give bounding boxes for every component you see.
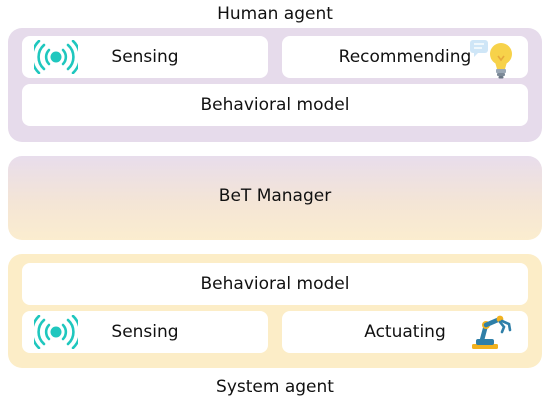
human-behavioral-model-label: Behavioral model bbox=[200, 95, 350, 115]
system-sensing-box: Sensing bbox=[22, 311, 268, 353]
lightbulb-icon bbox=[470, 40, 512, 79]
wireless-signal-icon bbox=[34, 315, 78, 349]
system-sensing-label: Sensing bbox=[111, 322, 179, 342]
actuating-box: Actuating bbox=[282, 311, 528, 353]
recommending-label: Recommending bbox=[338, 47, 472, 67]
human-agent-panel: Sensing Recommending Behavioral model bbox=[8, 28, 542, 142]
wireless-signal-icon bbox=[34, 40, 78, 74]
bet-manager-label: BeT Manager bbox=[218, 186, 332, 206]
human-agent-caption: Human agent bbox=[217, 4, 333, 24]
actuating-label: Actuating bbox=[364, 322, 446, 342]
system-behavioral-model-box: Behavioral model bbox=[22, 263, 528, 305]
human-behavioral-model-box: Behavioral model bbox=[22, 84, 528, 126]
recommending-box: Recommending bbox=[282, 36, 528, 79]
system-agent-caption: System agent bbox=[216, 377, 334, 397]
bet-manager-panel: BeT Manager bbox=[8, 156, 542, 240]
human-sensing-label: Sensing bbox=[111, 47, 179, 67]
system-agent-panel: Behavioral model Sensing Actuating bbox=[8, 254, 542, 368]
system-behavioral-model-label: Behavioral model bbox=[200, 274, 350, 294]
human-sensing-box: Sensing bbox=[22, 36, 268, 78]
robot-arm-icon bbox=[472, 315, 512, 349]
